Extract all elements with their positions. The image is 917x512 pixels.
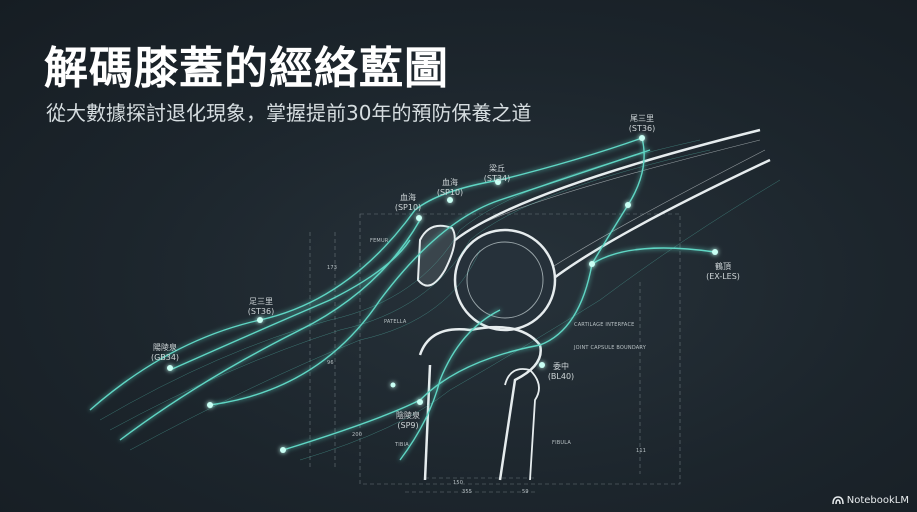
dimension-label: 59 [522, 489, 529, 495]
acupoint-label: 委中(BL40) [547, 362, 575, 381]
dimension-label: 173 [327, 265, 338, 271]
notebooklm-logo-icon [832, 496, 844, 505]
acupoint-label: 陽陵泉(GB34) [150, 343, 180, 362]
meridian-lines [89, 137, 716, 461]
dimension-label: 150 [453, 480, 464, 486]
tibia-label: TIBIA [395, 442, 409, 448]
acupoint-label: 足三里(ST36) [247, 297, 275, 316]
slide-subtitle: 從大數據探討退化現象，掌握提前30年的預防保養之道 [46, 101, 532, 125]
condyle-inner [466, 241, 544, 319]
acupoint-label: 血海(SP10) [436, 178, 464, 197]
capsule-label: JOINT CAPSULE BOUNDARY [574, 345, 647, 351]
dimension-label: 111 [636, 448, 647, 454]
acupoint-label: 尾三里(ST36) [628, 114, 656, 133]
brand-name: NotebookLM [846, 495, 909, 506]
cartilage-label: CARTILAGE INTERFACE [574, 322, 635, 328]
acupoint-label: 血海(SP10) [394, 193, 422, 212]
femur-label: FEMUR [370, 238, 389, 244]
notebooklm-brand: NotebookLM [832, 495, 909, 506]
tibia-bone [418, 325, 542, 481]
meridian-thin-lines [99, 139, 781, 461]
acupoint-label: 梁丘(ST34) [483, 164, 511, 183]
acupoint-label: 鶴頂(EX-LES) [706, 262, 740, 281]
dimension-label: 355 [462, 489, 473, 495]
patella-bone [416, 224, 456, 287]
femur-bone [454, 128, 771, 286]
acupoint-label: 陰陵泉(SP9) [396, 411, 420, 430]
patella-label: PATELLA [384, 319, 407, 325]
acupoint-markers [167, 135, 718, 453]
dimension-label: 96 [327, 360, 334, 366]
slide-title: 解碼膝蓋的經絡藍圖 [44, 43, 449, 94]
femoral-condyle [453, 228, 557, 332]
dimension-label: 200 [352, 432, 363, 438]
fibula-label: FIBULA [552, 440, 571, 446]
